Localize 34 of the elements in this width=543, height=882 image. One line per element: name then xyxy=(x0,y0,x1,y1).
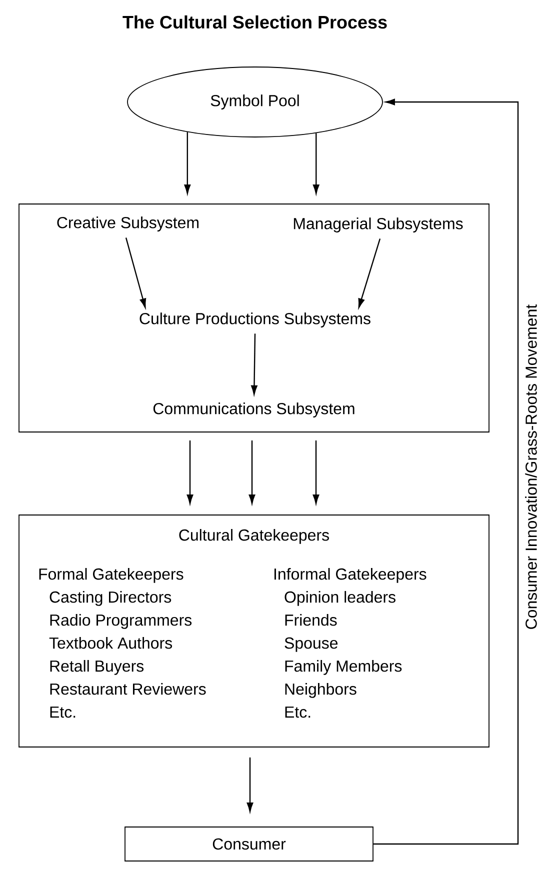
list-item: Friends xyxy=(285,614,337,626)
list-item: Radio Programmers xyxy=(50,614,192,629)
gatekeepers-box xyxy=(18,514,490,748)
arrow xyxy=(312,133,320,194)
arrow xyxy=(248,440,256,504)
list-item: Retall Buyers xyxy=(50,660,144,675)
title: The Cultural Selection Process xyxy=(122,15,387,29)
list-heading: Informal Gatekeepers xyxy=(274,568,426,583)
subsystem-label: Managerial Subsystems xyxy=(294,218,463,232)
arrow xyxy=(358,238,381,308)
consumer-box: Consumer xyxy=(124,826,374,862)
list-item: Restaurant Reviewers xyxy=(50,683,206,695)
box-heading: Cultural Gatekeepers xyxy=(179,529,329,544)
list-heading: Formal Gatekeepers xyxy=(39,568,184,583)
arrow xyxy=(186,440,194,504)
arrow xyxy=(373,98,519,845)
subsystem-label: Creative Subsystem xyxy=(57,216,198,232)
arrow xyxy=(251,334,258,395)
arrow xyxy=(312,440,320,504)
arrow xyxy=(184,132,191,194)
list-item: Family Members xyxy=(285,660,402,675)
list-item: Textbook Authors xyxy=(49,637,172,649)
list-item: Etc. xyxy=(285,706,310,718)
list-item: Etc. xyxy=(50,706,76,718)
list-item: Neighbors xyxy=(285,683,356,698)
arrow xyxy=(125,238,146,308)
list-item: Casting Directors xyxy=(50,591,172,606)
edge-label: Consumer Innovation/Grass-Roots Movement xyxy=(523,302,539,632)
list-item: Opinion leaders xyxy=(284,591,396,606)
subsystem-label: Communications Subsystem xyxy=(153,402,354,418)
subsystems-box xyxy=(18,204,490,432)
subsystem-label: Culture Productions Subsystems xyxy=(140,312,370,328)
arrow xyxy=(246,757,254,812)
list-item: Spouse xyxy=(284,637,338,652)
